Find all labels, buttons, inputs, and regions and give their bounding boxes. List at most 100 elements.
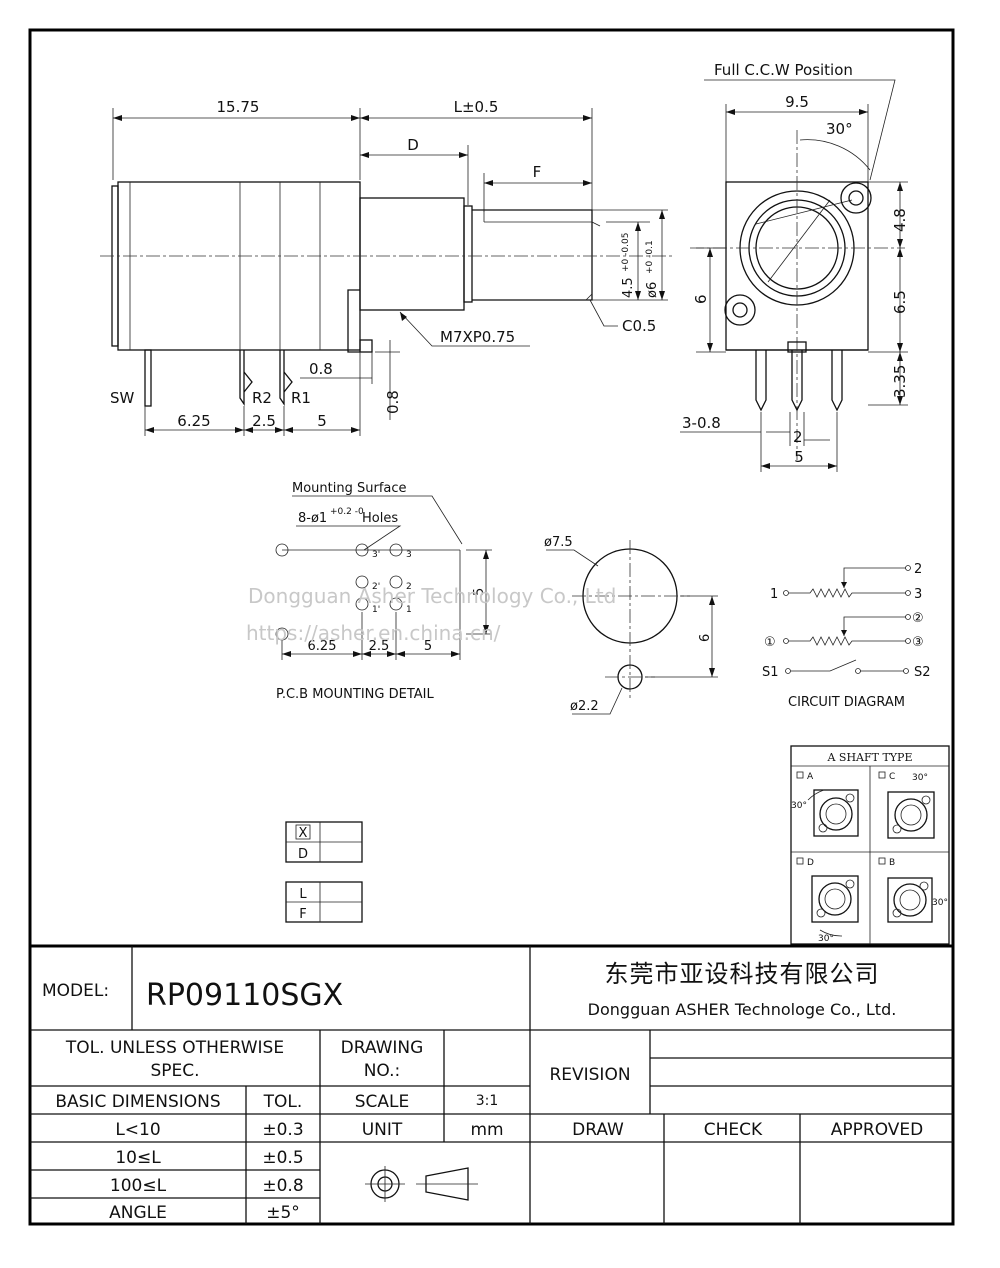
svg-text:3: 3 bbox=[406, 550, 412, 560]
dim-cutout-75: ø7.5 bbox=[544, 535, 573, 550]
model-value: RP09110SGX bbox=[146, 978, 343, 1013]
svg-text:2': 2' bbox=[372, 582, 380, 592]
label-mounting-surface: Mounting Surface bbox=[292, 481, 407, 496]
dim-3-08: 3-0.8 bbox=[682, 414, 721, 432]
projection-symbol-icon bbox=[365, 1166, 478, 1202]
svg-text:C: C bbox=[889, 772, 895, 782]
circuit-p3: 3 bbox=[914, 587, 922, 602]
revision-label: REVISION bbox=[549, 1065, 630, 1085]
draw-label: DRAW bbox=[572, 1120, 624, 1140]
company-cn: 东莞市亚设科技有限公司 bbox=[605, 960, 880, 988]
unit-label: UNIT bbox=[362, 1120, 403, 1140]
label-r1: R1 bbox=[291, 389, 311, 407]
svg-text:30°: 30° bbox=[912, 773, 928, 783]
label-holes-tol: +0.2 -0 bbox=[330, 507, 364, 517]
circuit-q2: ② bbox=[912, 611, 924, 626]
watermark-url: https://asher.en.china.cn/ bbox=[246, 621, 501, 645]
svg-text:A: A bbox=[807, 772, 814, 782]
dim-pcb-5: 5 bbox=[424, 639, 432, 654]
shaft-type-box: A SHAFT TYPE A 30° C 30° D 30° bbox=[790, 745, 950, 945]
row-2-tol: ±0.5 bbox=[262, 1148, 303, 1168]
dim-f: F bbox=[533, 163, 542, 181]
svg-text:B: B bbox=[889, 858, 895, 868]
scale-label: SCALE bbox=[355, 1092, 410, 1112]
tol-header-2: SPEC. bbox=[150, 1061, 199, 1081]
shaft-type-d: D 30° bbox=[796, 857, 859, 944]
dim-625: 6.25 bbox=[177, 412, 210, 430]
label-holes-suffix: Holes bbox=[362, 511, 398, 526]
circuit-p2: 2 bbox=[914, 562, 922, 577]
row-2-range: 10≤L bbox=[115, 1148, 161, 1168]
dim-shaft-dia: ø6 bbox=[645, 282, 660, 298]
pot-body bbox=[117, 181, 361, 351]
title-block: MODEL: RP09110SGX 东莞市亚设科技有限公司 Dongguan A… bbox=[30, 944, 953, 1224]
dim-25: 2.5 bbox=[252, 412, 276, 430]
row-4-range: ANGLE bbox=[109, 1203, 167, 1223]
front-view: Full C.C.W Position 9.5 30° 4.8 6. bbox=[680, 61, 909, 472]
option-box-xd: X D bbox=[285, 821, 363, 863]
label-holes: 8-ø1 bbox=[298, 511, 327, 526]
pcb-caption: P.C.B MOUNTING DETAIL bbox=[276, 687, 434, 702]
dim-95: 9.5 bbox=[785, 93, 809, 111]
dim-pcb-625: 6.25 bbox=[308, 639, 337, 654]
svg-text:1': 1' bbox=[372, 605, 380, 615]
dim-65: 6.5 bbox=[891, 290, 909, 314]
svg-text:30°: 30° bbox=[791, 801, 807, 811]
unit-value: mm bbox=[470, 1120, 503, 1140]
drawing-no-2: NO.: bbox=[364, 1061, 401, 1081]
dim-48: 4.8 bbox=[891, 208, 909, 232]
watermark-company: Dongguan Asher Technology Co., Ltd bbox=[248, 584, 616, 608]
circuit-s1: S1 bbox=[762, 665, 779, 680]
check-label: CHECK bbox=[704, 1120, 763, 1140]
circuit-p1: 1 bbox=[770, 587, 778, 602]
shaft-type-title: A SHAFT TYPE bbox=[826, 751, 912, 764]
dim-08-h: 0.8 bbox=[309, 360, 333, 378]
dim-335: 3.35 bbox=[891, 365, 909, 398]
circuit-q1: ① bbox=[764, 635, 776, 650]
dim-2: 2 bbox=[793, 428, 803, 446]
option-box-lf: L F bbox=[285, 881, 363, 923]
circuit-q3: ③ bbox=[912, 635, 924, 650]
panel-cutout: ø7.5 ø2.2 6 bbox=[544, 535, 718, 715]
company-en: Dongguan ASHER Technologe Co., Ltd. bbox=[588, 1000, 897, 1019]
shaft-type-c: C 30° bbox=[878, 771, 935, 839]
front-pins bbox=[755, 341, 843, 412]
option-l: L bbox=[299, 887, 307, 902]
dim-6-front: 6 bbox=[692, 294, 710, 304]
label-ccw-position: Full C.C.W Position bbox=[714, 61, 853, 79]
row-1-tol: ±0.3 bbox=[262, 1120, 303, 1140]
dim-5-front: 5 bbox=[794, 448, 804, 466]
svg-text:30°: 30° bbox=[932, 898, 948, 908]
circuit-caption: CIRCUIT DIAGRAM bbox=[788, 695, 905, 710]
shaft-type-a: A 30° bbox=[791, 771, 859, 837]
dim-body-length: 15.75 bbox=[217, 98, 260, 116]
dim-08-v: 0.8 bbox=[384, 390, 402, 414]
svg-text:30°: 30° bbox=[818, 934, 834, 944]
row-4-tol: ±5° bbox=[266, 1203, 300, 1223]
label-chamfer: C0.5 bbox=[622, 317, 656, 335]
dim-cutout-6: 6 bbox=[698, 634, 713, 642]
svg-text:3': 3' bbox=[372, 550, 380, 560]
row-1-range: L<10 bbox=[115, 1120, 160, 1140]
dim-pcb-25: 2.5 bbox=[369, 639, 390, 654]
label-thread: M7XP0.75 bbox=[440, 328, 515, 346]
tol-header-1: TOL. UNLESS OTHERWISE bbox=[65, 1038, 284, 1058]
basic-dimensions: BASIC DIMENSIONS bbox=[55, 1092, 220, 1112]
dim-shaft-length: L±0.5 bbox=[454, 98, 499, 116]
circuit-diagram: 1 3 2 ① ③ ② S1 S2 CIRCUIT DIAGRAM bbox=[762, 562, 931, 710]
side-view: 15.75 L±0.5 D F bbox=[100, 98, 672, 436]
dim-d: D bbox=[407, 136, 419, 154]
dim-pcb-5v: 5 bbox=[472, 588, 487, 596]
approved-label: APPROVED bbox=[831, 1120, 924, 1140]
tol-label: TOL. bbox=[263, 1092, 303, 1112]
dim-angle: 30° bbox=[826, 120, 853, 138]
option-f: F bbox=[299, 907, 306, 922]
option-d: D bbox=[298, 847, 308, 862]
dim-5: 5 bbox=[317, 412, 327, 430]
svg-text:2: 2 bbox=[406, 582, 412, 592]
drawing-no-1: DRAWING bbox=[341, 1038, 424, 1058]
dim-flat: 4.5 bbox=[621, 277, 636, 298]
scale-value: 3:1 bbox=[476, 1093, 499, 1109]
dim-flat-tol: +0 -0.05 bbox=[621, 233, 631, 272]
dim-cutout-22: ø2.2 bbox=[570, 699, 599, 714]
